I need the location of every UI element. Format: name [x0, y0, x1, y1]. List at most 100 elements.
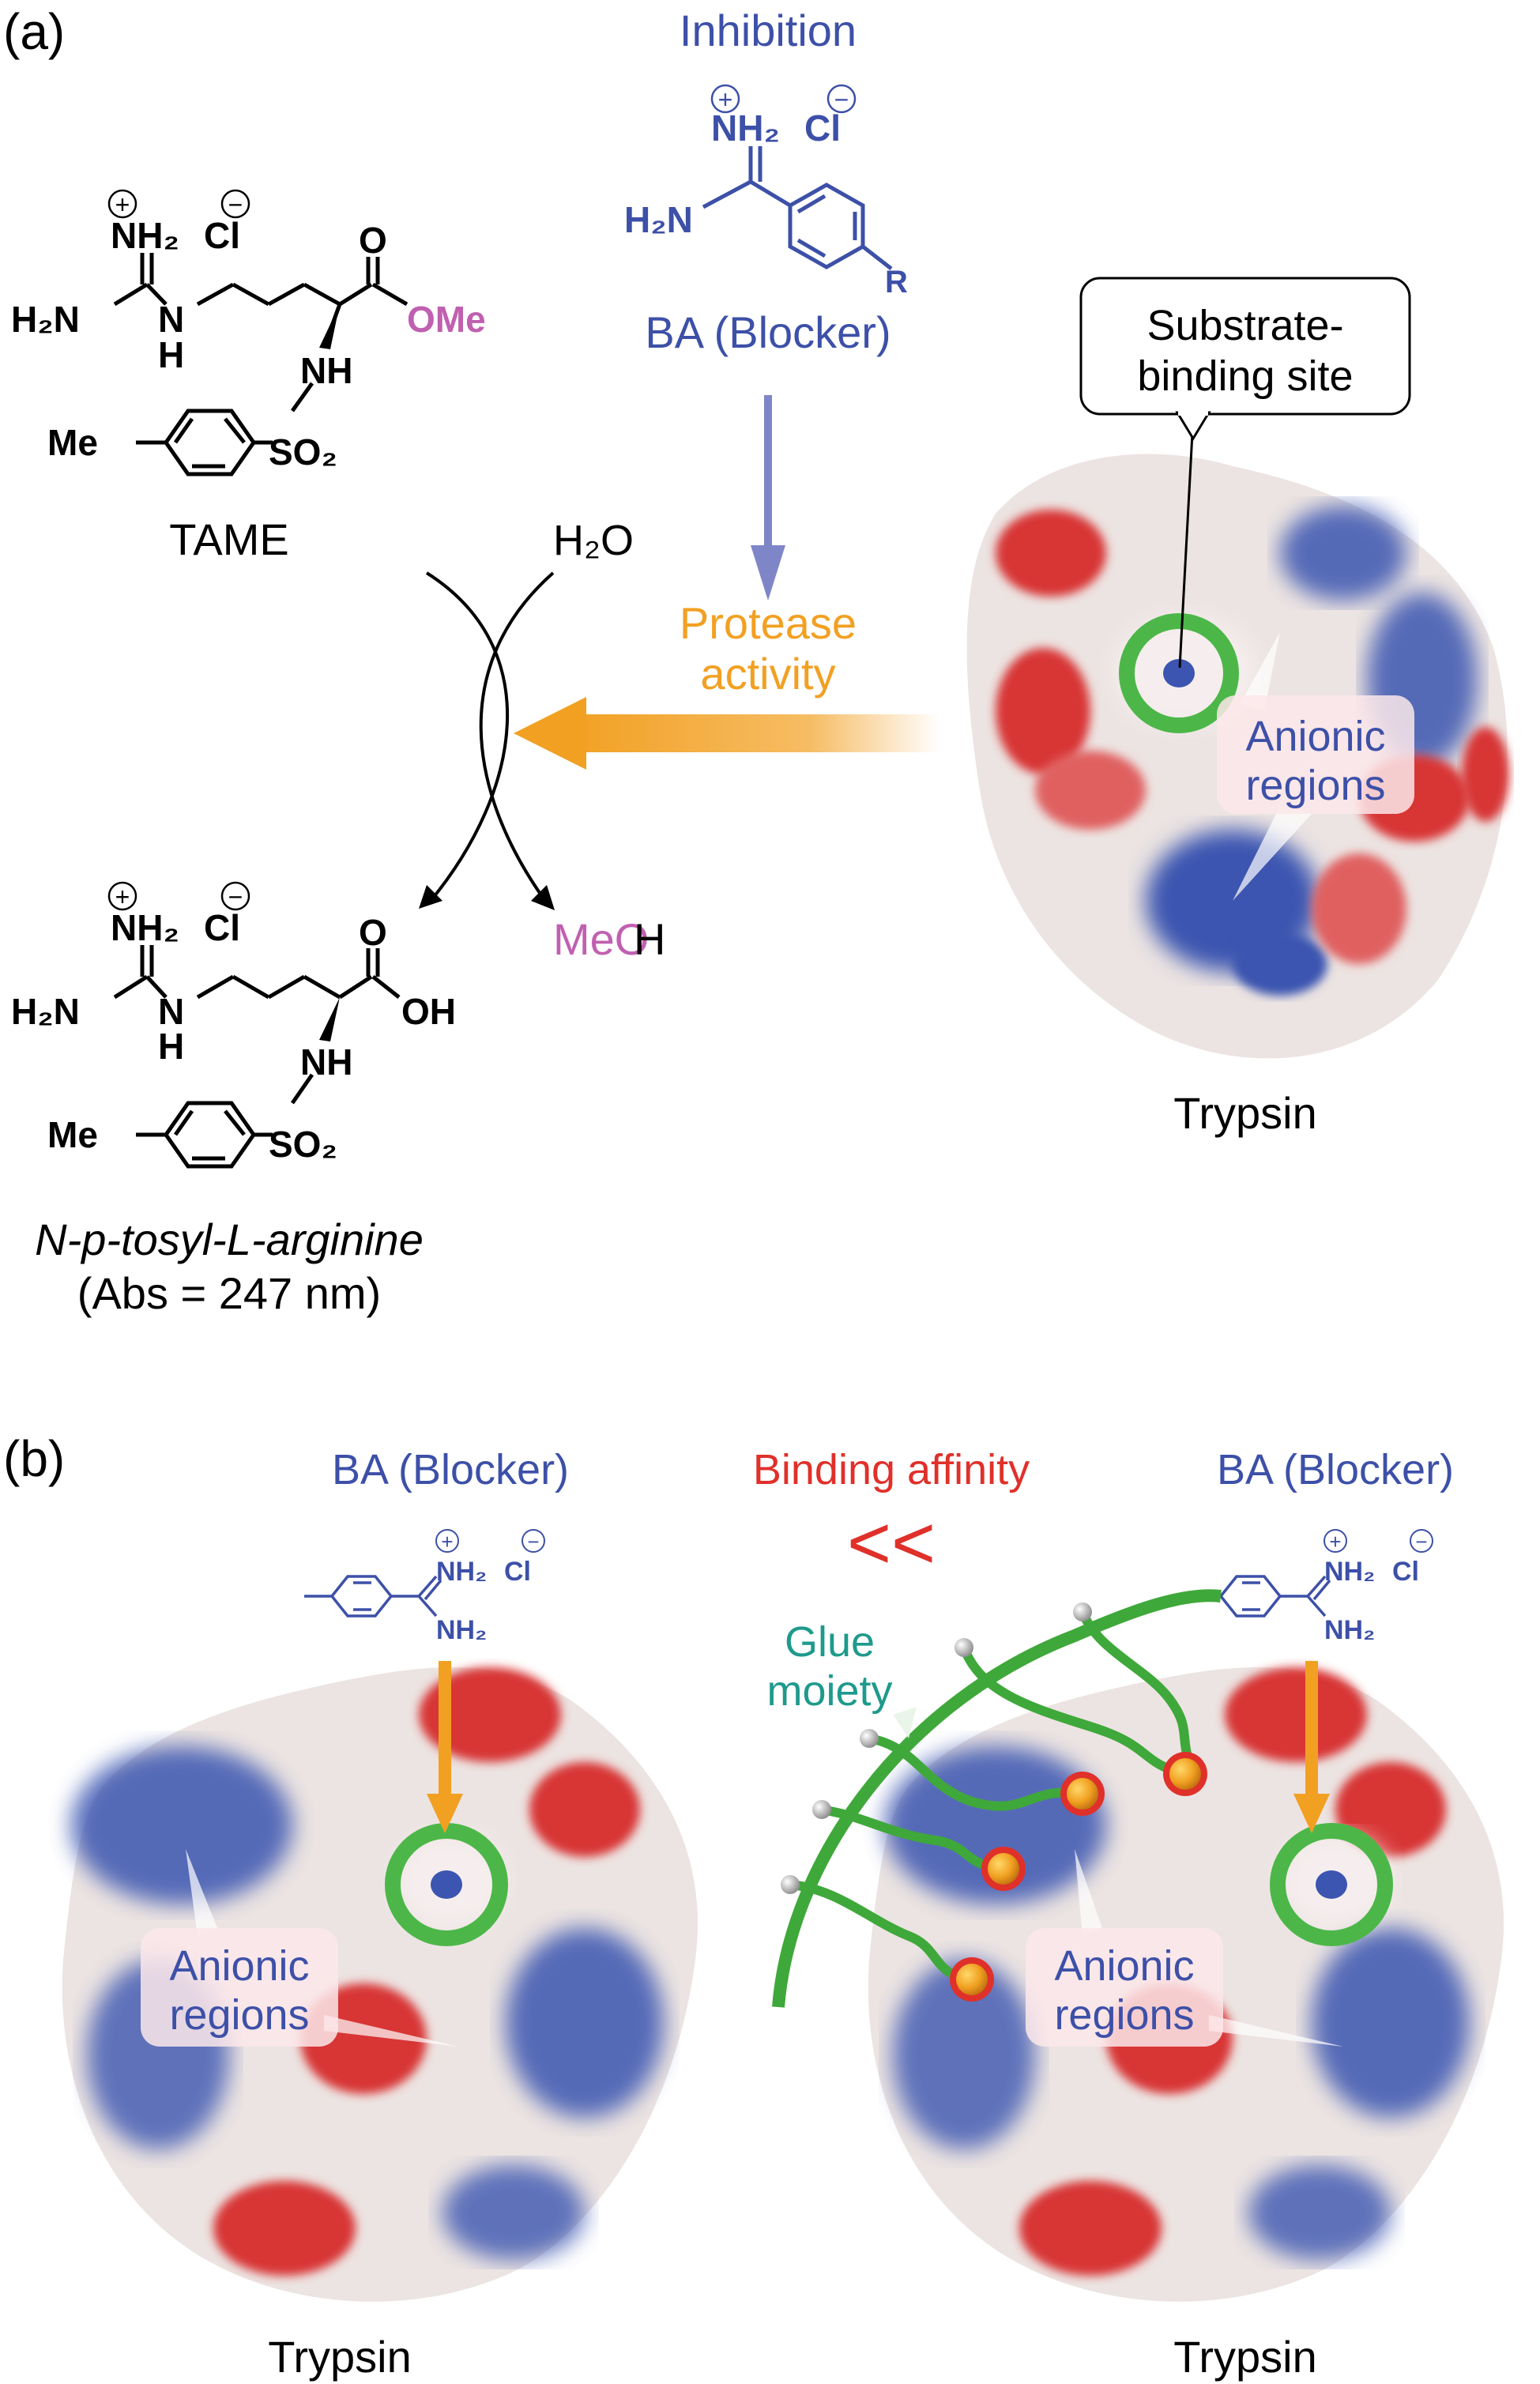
- product-nh: NH: [300, 1041, 352, 1083]
- ba-left-plus-circle: [435, 1529, 459, 1553]
- ba-right-minus-circle: [1410, 1529, 1433, 1553]
- trypsin-label-b-left: Trypsin: [268, 2332, 412, 2382]
- panel-a-label: (a): [3, 3, 65, 60]
- methanol-meo: MeO: [553, 914, 649, 964]
- tame-n-h: H: [158, 334, 184, 375]
- inhibition-arrow: [751, 395, 785, 601]
- panel-b-label: (b): [3, 1430, 65, 1487]
- anionic-b-left-line2: regions: [169, 1991, 309, 2039]
- tame-cl: Cl: [204, 215, 240, 256]
- substrate-site-line1: Substrate-: [1147, 302, 1343, 349]
- tame-plus-circle: [107, 189, 137, 219]
- tame-so2: SO₂: [269, 431, 337, 473]
- product-nh2: NH₂: [111, 907, 179, 948]
- ba-right-plus: +: [1329, 1530, 1341, 1554]
- ba-top-minus: −: [834, 85, 849, 114]
- reaction-arrowhead-right: [531, 885, 555, 910]
- ba-right-minus: −: [1415, 1530, 1427, 1554]
- ba-structure-left: [304, 1575, 442, 1618]
- tame-o: O: [359, 220, 387, 261]
- product-oh: OH: [401, 991, 456, 1032]
- substrate-site-pointer: [1178, 418, 1195, 668]
- product-minus: −: [228, 883, 243, 911]
- ba-blocker-label-b-left: BA (Blocker): [332, 1446, 569, 1493]
- ba-blocker-label-b-right: BA (Blocker): [1217, 1446, 1454, 1493]
- tame-minus: −: [228, 190, 243, 219]
- tame-n: N: [158, 299, 184, 340]
- glue-polymer: [772, 1589, 1222, 2008]
- ba-left-nh2-bottom: NH₂: [436, 1615, 487, 1645]
- ba-top-h2n: H₂N: [624, 199, 693, 240]
- product-plus-circle: [107, 881, 137, 911]
- ba-left-plus: +: [441, 1530, 453, 1554]
- blocker-arrow-right: [1293, 1661, 1330, 1833]
- blocker-arrow-left: [427, 1661, 463, 1833]
- product-n: N: [158, 991, 184, 1032]
- ba-right-plus-circle: [1323, 1529, 1347, 1553]
- glue-moiety-line1: Glue: [785, 1618, 875, 1666]
- ba-blocker-label-a: BA (Blocker): [645, 307, 890, 357]
- ba-left-cl: Cl: [504, 1557, 531, 1587]
- anionic-b-left-line1: Anionic: [169, 1942, 309, 1990]
- protease-activity-line2: activity: [700, 649, 835, 699]
- glue-moiety-line2: moiety: [766, 1667, 892, 1715]
- ba-right-cl: Cl: [1392, 1557, 1419, 1587]
- product-abs-label: (Abs = 247 nm): [77, 1268, 381, 1318]
- tame-structure: [113, 253, 409, 476]
- tame-wedge: [319, 304, 340, 349]
- tame-me: Me: [47, 422, 98, 463]
- trypsin-surface-b-left: [62, 1667, 698, 2302]
- glue-pointer: [893, 1707, 917, 1738]
- water-label: H₂O: [553, 517, 634, 564]
- ba-right-nh2-bottom: NH₂: [1324, 1615, 1375, 1645]
- tame-nh2: NH₂: [111, 215, 179, 256]
- product-h2n: H₂N: [11, 991, 80, 1032]
- much-less-symbol: <<: [847, 1501, 936, 1585]
- anionic-b-right-line1: Anionic: [1054, 1942, 1194, 1990]
- ba-left-minus-circle: [521, 1529, 545, 1553]
- tame-nh: NH: [300, 350, 352, 391]
- anionic-b-right-line2: regions: [1054, 1991, 1194, 2039]
- trypsin-label-b-right: Trypsin: [1173, 2332, 1317, 2382]
- tame-minus-circle: [220, 189, 250, 219]
- product-structure: [113, 945, 401, 1169]
- reaction-arrowhead-left: [419, 885, 442, 909]
- product-minus-circle: [220, 881, 250, 911]
- anionic-a-line1: Anionic: [1245, 713, 1385, 760]
- protease-activity-line1: Protease: [680, 598, 857, 648]
- ba-top-r: R: [885, 265, 908, 299]
- ba-left-minus: −: [527, 1530, 539, 1554]
- ba-top-plus: +: [718, 85, 733, 114]
- product-cl: Cl: [204, 907, 240, 948]
- tame-ome: OMe: [407, 299, 486, 340]
- ba-top-plus-circle: [710, 84, 740, 114]
- product-wedge: [319, 997, 340, 1041]
- ba-right-nh2-top: NH₂: [1324, 1557, 1375, 1587]
- substrate-site-line2: binding site: [1137, 352, 1353, 400]
- reaction-arrows: [425, 571, 555, 902]
- anionic-callout-b-left: [141, 1849, 458, 2047]
- trypsin-label-a: Trypsin: [1173, 1088, 1317, 1138]
- substrate-site-callout: [1079, 277, 1411, 441]
- ba-structure-top: [702, 146, 893, 270]
- ba-top-minus-circle: [826, 84, 857, 114]
- methanol-h: H: [634, 914, 665, 964]
- tame-label: TAME: [169, 514, 288, 564]
- protease-arrow: [514, 697, 940, 770]
- ba-structure-right: [1218, 1575, 1331, 1618]
- ba-left-nh2-top: NH₂: [436, 1557, 487, 1587]
- ba-top-nh2: NH₂: [711, 107, 780, 149]
- anionic-callout-b-right: [1026, 1849, 1343, 2047]
- binding-affinity-label: Binding affinity: [753, 1446, 1030, 1493]
- product-me: Me: [47, 1114, 98, 1155]
- product-so2: SO₂: [269, 1124, 337, 1165]
- product-n-h: H: [158, 1026, 184, 1067]
- product-name-label: N-p-tosyl-L-arginine: [35, 1215, 424, 1264]
- anionic-callout-a: [1217, 632, 1414, 901]
- product-plus: +: [115, 883, 130, 911]
- ba-top-cl: Cl: [804, 107, 841, 149]
- anionic-a-line2: regions: [1245, 762, 1385, 809]
- tame-plus: +: [115, 190, 130, 219]
- inhibition-label: Inhibition: [680, 6, 857, 55]
